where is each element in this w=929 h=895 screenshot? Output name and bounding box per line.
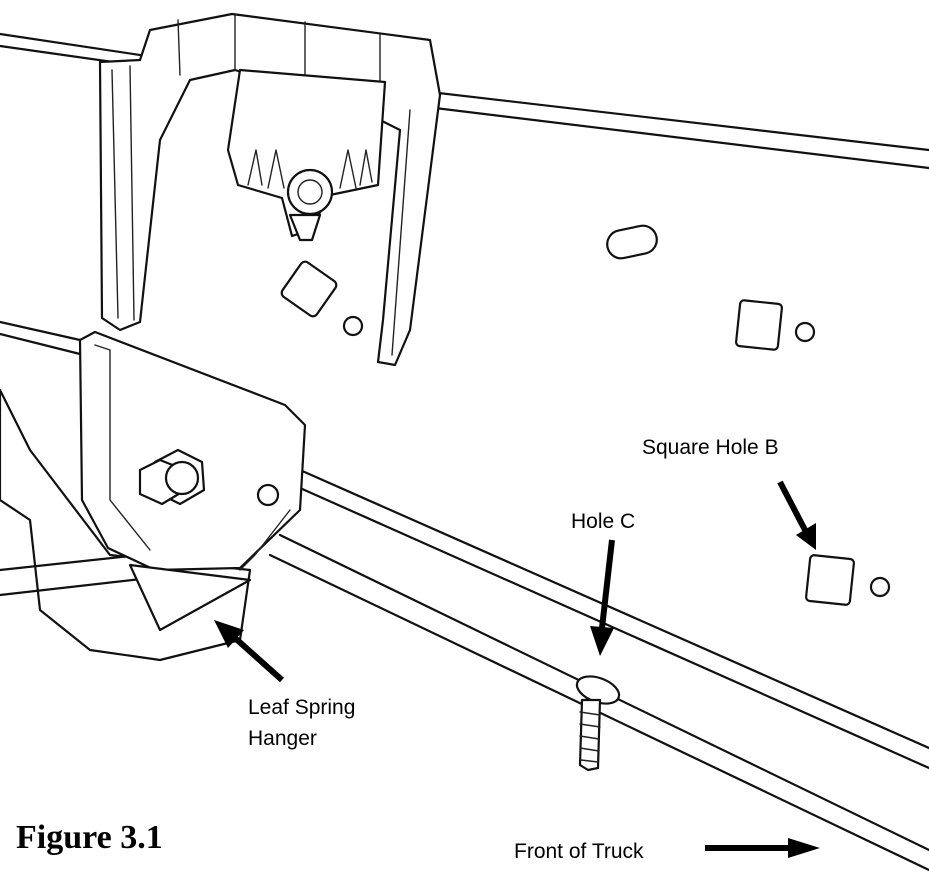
upper-hanger-bracket <box>98 12 442 367</box>
arrowhead-square-hole-b <box>796 523 816 550</box>
arrow-square-hole-b <box>777 480 808 532</box>
round-hole-left <box>342 315 364 337</box>
arrowhead-front-of-truck <box>788 838 820 858</box>
carriage-bolt <box>575 675 621 772</box>
callout-arrows <box>214 480 820 858</box>
slot-hole <box>606 224 658 260</box>
round-hole-b <box>869 576 891 598</box>
arrowhead-hole-c <box>590 626 614 656</box>
square-hole-b <box>805 554 855 606</box>
square-hole-upper <box>735 299 783 351</box>
arrow-leaf-spring-hanger <box>233 635 284 683</box>
arrow-hole-c <box>599 539 615 629</box>
arrowhead-leaf-spring-hanger <box>214 620 244 648</box>
leaf-spring-hanger <box>0 330 307 662</box>
label-leaf-spring-hanger-line2: Hanger <box>248 727 317 750</box>
label-front-of-truck: Front of Truck <box>514 840 644 863</box>
square-hole-left <box>280 260 338 318</box>
upper-plate-holes <box>280 224 891 606</box>
figure-title: Figure 3.1 <box>16 819 163 856</box>
label-leaf-spring-hanger-line1: Leaf Spring <box>248 696 355 719</box>
label-hole-c: Hole C <box>571 510 635 533</box>
round-hole-upper <box>794 321 816 343</box>
label-square-hole-b: Square Hole B <box>642 436 779 459</box>
